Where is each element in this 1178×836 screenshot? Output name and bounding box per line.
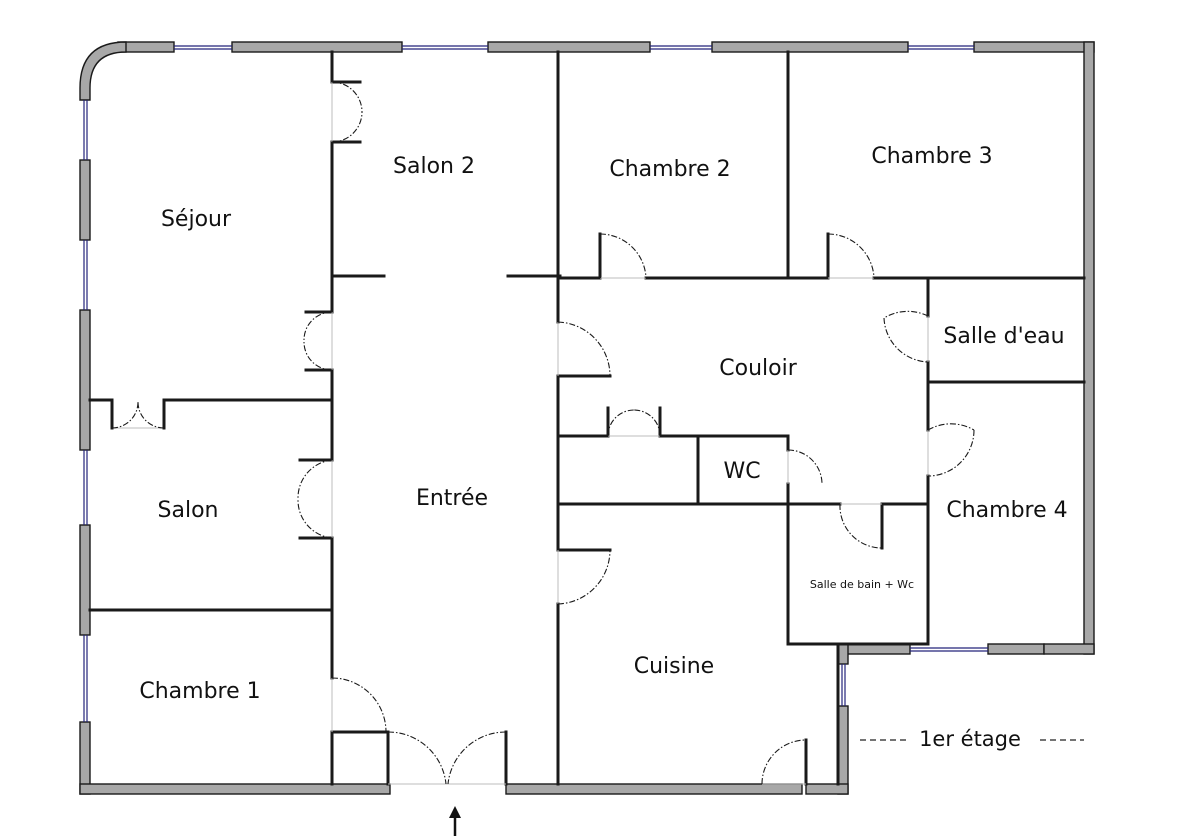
thresholds — [112, 82, 929, 785]
label-salle-eau: Salle d'eau — [943, 324, 1064, 349]
label-entree: Entrée — [416, 486, 488, 511]
label-wc: WC — [723, 459, 760, 484]
label-sejour: Séjour — [161, 207, 232, 232]
floor-label: 1er étage — [919, 727, 1021, 751]
windows — [83, 45, 988, 722]
label-chambre-1: Chambre 1 — [139, 679, 260, 704]
interior-walls — [88, 50, 1086, 786]
label-salle-de-bain: Salle de bain + Wc — [810, 578, 914, 591]
arrow-up-icon — [449, 806, 461, 836]
label-chambre-3: Chambre 3 — [871, 144, 992, 169]
label-cuisine: Cuisine — [634, 654, 714, 679]
exterior-walls — [79, 41, 1095, 795]
room-labels: Séjour Salon 2 Chambre 2 Chambre 3 Salle… — [139, 144, 1067, 704]
doors — [111, 81, 975, 785]
label-couloir: Couloir — [719, 356, 797, 381]
label-salon-2: Salon 2 — [393, 154, 475, 179]
label-chambre-4: Chambre 4 — [946, 498, 1067, 523]
label-salon: Salon — [158, 498, 219, 523]
floor-indicator: 1er étage — [860, 727, 1084, 751]
label-chambre-2: Chambre 2 — [609, 157, 730, 182]
